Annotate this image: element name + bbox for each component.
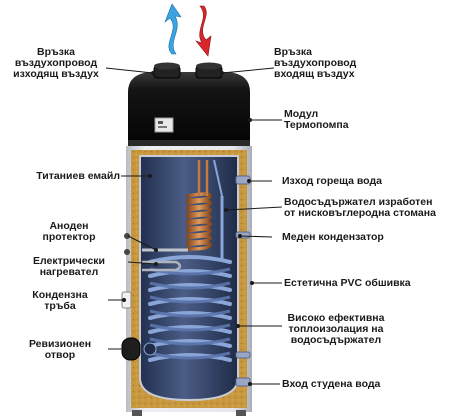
cold-water-nozzle [235, 377, 251, 387]
label-heat-pump-module: Модул Термопомпа [284, 108, 349, 131]
label-cold-water-inlet: Вход студена вода [282, 378, 381, 390]
air-out-arrow [164, 3, 182, 55]
label-anode: Аноден протектор [42, 220, 96, 243]
label-air-out: Връзка въздухопровод изходящ въздух [13, 46, 99, 80]
label-tank-material: Водосъдържател изработен от нисковъглеро… [284, 196, 436, 219]
label-titanium-enamel: Титаниев емайл [36, 170, 120, 182]
label-hot-water-outlet: Изход гореща вода [282, 175, 382, 187]
label-air-in: Връзка въздухопровод входящ въздух [274, 46, 357, 80]
leader-lines [105, 67, 283, 385]
electric-heater [142, 260, 182, 272]
copper-condenser [186, 192, 212, 251]
label-condensate-pipe: Кондензна тръба [32, 289, 88, 312]
label-inspection-hole: Ревизионен отвор [28, 338, 92, 361]
label-insulation: Високо ефективна топлоизолация на водосъ… [287, 312, 385, 346]
heat-pump-module [128, 72, 250, 142]
control-panel [154, 117, 174, 133]
air-in-arrow [195, 5, 212, 57]
label-pvc-casing: Естетична PVC обшивка [284, 277, 411, 289]
water-tank [139, 155, 239, 402]
label-electric-heater: Електрически нагревател [33, 255, 105, 278]
leader-dots [122, 71, 254, 386]
label-copper-condenser: Меден кондензатор [282, 231, 384, 243]
